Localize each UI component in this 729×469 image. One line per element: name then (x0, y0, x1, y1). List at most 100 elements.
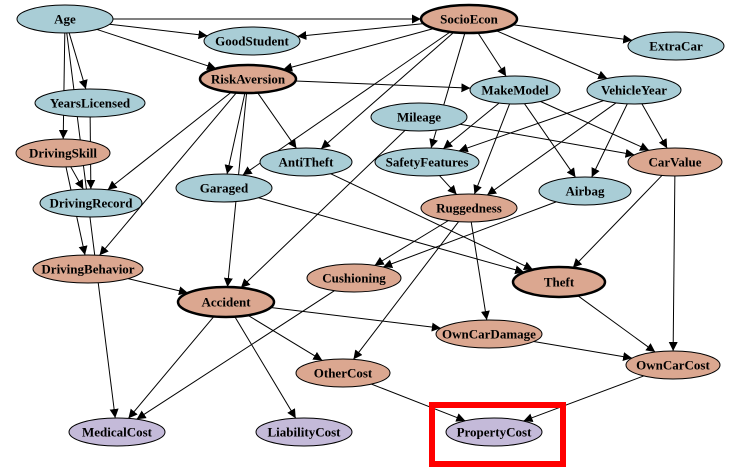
edge-riskaversion-to-drivingbehavior (99, 92, 237, 256)
node-goodstudent: GoodStudent (203, 26, 301, 56)
node-ellipse-theft (511, 265, 607, 299)
node-ellipse-drivingbehavior (32, 254, 144, 284)
edge-theft-to-owncarcost (577, 295, 656, 353)
node-ellipse-vehicleyear (586, 75, 682, 105)
node-propertycost: PropertyCost (445, 417, 543, 447)
node-label-extracar: ExtraCar (649, 39, 703, 54)
node-label-liabilitycost: LiabilityCost (268, 425, 342, 440)
node-drivingbehavior: DrivingBehavior (32, 254, 144, 284)
node-ellipse-othercost (295, 358, 391, 388)
node-label-propertycost: PropertyCost (457, 425, 533, 440)
edge-makemodel-to-ruggedness (473, 103, 511, 195)
node-label-mileage: Mileage (397, 110, 441, 125)
edge-mileage-to-carvalue (460, 123, 635, 158)
node-ellipse-cushioning (306, 263, 402, 293)
node-owncardamage: OwnCarDamage (435, 319, 543, 349)
edge-ruggedness-to-cushioning (374, 220, 449, 266)
node-label-vehicleyear: VehicleYear (601, 83, 667, 98)
edge-antitheft-to-theft (330, 173, 534, 271)
node-ellipse-mileage (370, 102, 468, 132)
node-vehicleyear: VehicleYear (586, 75, 682, 105)
edge-cushioning-to-medicalcost (136, 290, 335, 420)
node-ellipse-drivingrecord (39, 188, 143, 218)
node-antitheft: AntiTheft (259, 147, 353, 177)
edge-ruggedness-to-owncardamage (470, 221, 490, 321)
node-label-garaged: Garaged (200, 181, 249, 196)
node-ellipse-yearslicensed (34, 88, 146, 118)
node-safetyfeatures: SafetyFeatures (374, 147, 480, 177)
node-carvalue: CarValue (627, 147, 723, 177)
node-ellipse-carvalue (627, 147, 723, 177)
edge-airbag-to-cushioning (382, 201, 557, 269)
edge-garaged-to-theft (258, 197, 525, 275)
edge-ruggedness-to-othercost (353, 221, 459, 360)
edge-vehicleyear-to-airbag (591, 103, 628, 178)
edge-accident-to-medicalcost (128, 316, 215, 419)
node-ellipse-ruggedness (420, 193, 518, 223)
node-airbag: Airbag (538, 176, 632, 206)
node-othercost: OtherCost (295, 358, 391, 388)
edge-vehicleyear-to-ruggedness (486, 102, 617, 196)
edge-safetyfeatures-to-ruggedness (439, 175, 458, 195)
node-label-carvalue: CarValue (649, 155, 702, 170)
node-label-theft: Theft (544, 275, 575, 290)
node-label-medicalcost: MedicalCost (82, 425, 153, 440)
edge-socioecon-to-safetyfeatures (429, 32, 466, 149)
edge-riskaversion-to-drivingrecord (107, 91, 232, 191)
edge-riskaversion-to-garaged (224, 92, 246, 175)
node-label-drivingbehavior: DrivingBehavior (41, 262, 134, 277)
edge-age-to-yearslicensed (68, 32, 88, 90)
node-label-drivingskill: DrivingSkill (29, 146, 97, 161)
node-label-othercost: OtherCost (314, 366, 373, 381)
node-ellipse-antitheft (259, 147, 353, 177)
node-label-age: Age (54, 12, 76, 27)
edge-carvalue-to-theft (572, 175, 663, 269)
edge-age-to-drivingskill (58, 32, 68, 140)
edge-accident-to-liabilitycost (234, 316, 297, 419)
node-ellipse-liabilitycost (255, 417, 353, 447)
edge-socioecon-to-extracar (512, 24, 633, 44)
node-ellipse-safetyfeatures (374, 147, 480, 177)
node-ellipse-age (16, 4, 114, 34)
node-label-riskaversion: RiskAversion (211, 72, 286, 87)
node-ellipse-extracar (627, 31, 725, 61)
node-ellipse-riskaversion (198, 63, 298, 95)
node-theft: Theft (511, 265, 607, 299)
edge-owncardamage-to-owncarcost (533, 341, 633, 362)
edge-owncarcost-to-propertycost (523, 375, 644, 423)
node-ellipse-airbag (538, 176, 632, 206)
edge-drivingskill-to-drivingrecord (70, 166, 84, 190)
node-age: Age (16, 4, 114, 34)
highlight-box (429, 402, 566, 467)
node-ellipse-goodstudent (203, 26, 301, 56)
node-garaged: Garaged (175, 173, 273, 203)
node-ellipse-medicalcost (68, 417, 166, 447)
node-label-ruggedness: Ruggedness (436, 201, 502, 216)
edge-mileage-to-accident (240, 130, 406, 289)
edge-drivingbehavior-to-accident (127, 278, 188, 296)
node-label-socioecon: SocioEcon (440, 12, 499, 27)
node-drivingskill: DrivingSkill (15, 138, 111, 168)
node-label-yearslicensed: YearsLicensed (50, 96, 131, 111)
node-label-cushioning: Cushioning (322, 271, 386, 286)
node-ellipse-garaged (175, 173, 273, 203)
node-ellipse-socioecon (419, 3, 519, 35)
edge-layer (58, 14, 678, 423)
edge-vehicleyear-to-carvalue (641, 103, 668, 149)
edge-age-to-riskaversion (96, 28, 217, 71)
node-label-antitheft: AntiTheft (279, 155, 335, 170)
node-label-makemodel: MakeModel (481, 83, 549, 98)
node-ellipse-owncarcost (625, 350, 721, 380)
node-accident: Accident (176, 285, 276, 319)
node-ellipse-owncardamage (435, 319, 543, 349)
edge-socioecon-to-goodstudent (297, 23, 424, 40)
node-riskaversion: RiskAversion (198, 63, 298, 95)
node-label-goodstudent: GoodStudent (215, 34, 289, 49)
node-medicalcost: MedicalCost (68, 417, 166, 447)
node-socioecon: SocioEcon (419, 3, 519, 35)
edge-carvalue-to-owncarcost (668, 175, 678, 352)
edge-othercost-to-propertycost (371, 383, 466, 422)
node-label-owncardamage: OwnCarDamage (442, 327, 536, 342)
node-liabilitycost: LiabilityCost (255, 417, 353, 447)
